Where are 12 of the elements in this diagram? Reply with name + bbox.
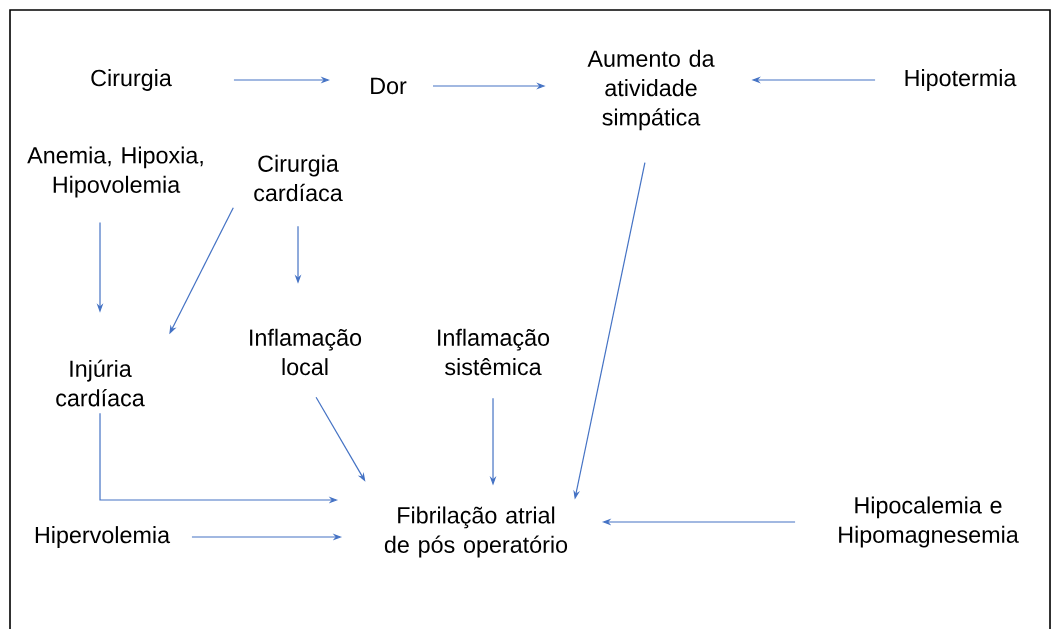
node-label: Hipocalemia e Hipomagnesemia: [839, 496, 1019, 548]
node-label: Injúria cardíaca: [56, 359, 145, 407]
node-label: Aumento da atividade simpática: [587, 49, 715, 131]
node-label: Cirurgia: [91, 69, 172, 91]
node-label: Dor: [371, 77, 407, 95]
node-label: Hipervolemia: [35, 526, 171, 548]
node-label: Inflamação sistêmica: [438, 328, 550, 376]
node-label: Hipotermia: [905, 69, 1017, 91]
node-label: Inflamação local: [250, 328, 362, 376]
node-label: Anemia, Hipoxia, Hipovolemia: [27, 146, 203, 198]
node-label: Fibrilação atrial de pós operatório: [384, 506, 568, 558]
node-label: Cirurgia cardíaca: [254, 154, 343, 202]
